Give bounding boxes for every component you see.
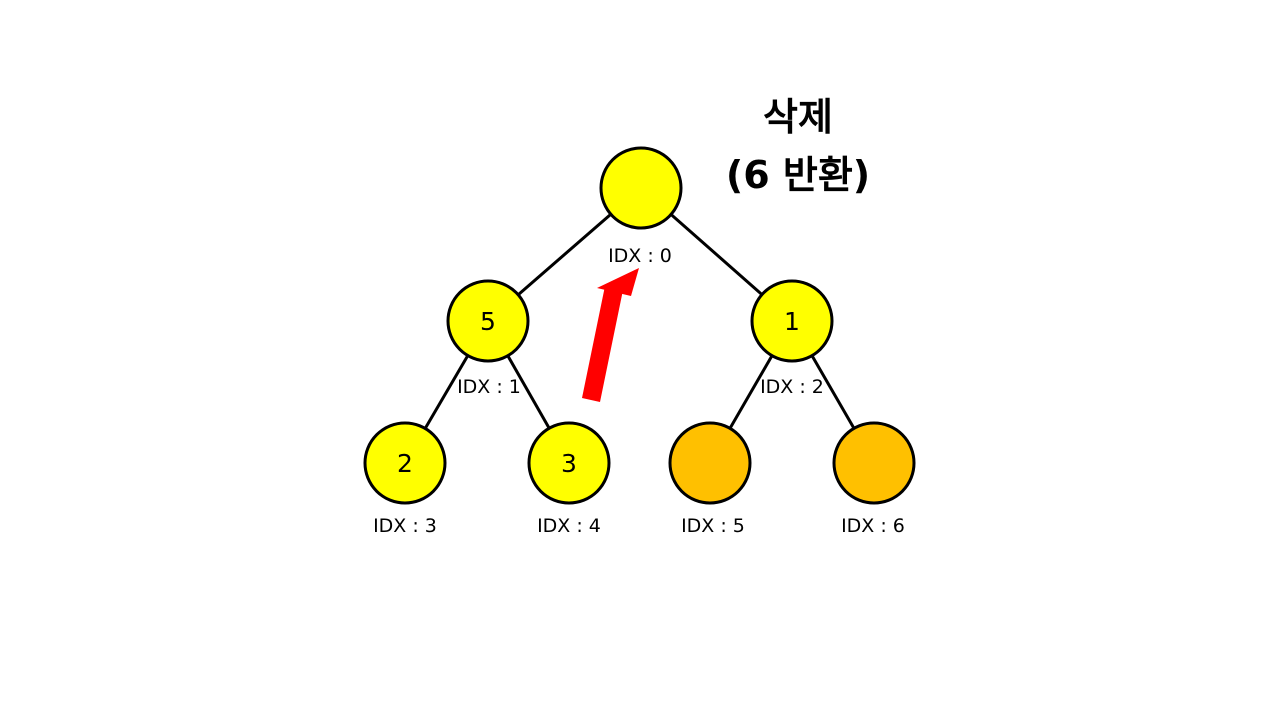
node-index-label: IDX : 6 bbox=[841, 515, 905, 537]
heap-node-0: IDX : 0 bbox=[599, 146, 683, 267]
heap-node-3: 2 IDX : 3 bbox=[363, 421, 447, 537]
node-value: 5 bbox=[480, 307, 496, 336]
node-circle bbox=[446, 279, 530, 363]
node-index-label: IDX : 1 bbox=[457, 376, 521, 398]
node-circle bbox=[832, 421, 916, 505]
node-circle bbox=[363, 421, 447, 505]
title-line-2: (6 반환) bbox=[726, 153, 870, 197]
heap-node-4: 3 IDX : 4 bbox=[527, 421, 611, 537]
tree-nodes: IDX : 0 5 IDX : 1 1 IDX : 2 2 IDX : 3 bbox=[363, 146, 916, 537]
heap-node-2: 1 IDX : 2 bbox=[750, 279, 834, 398]
heap-node-6: IDX : 6 bbox=[832, 421, 916, 537]
node-circle bbox=[750, 279, 834, 363]
node-index-label: IDX : 3 bbox=[373, 515, 437, 537]
heap-node-5: IDX : 5 bbox=[668, 421, 752, 537]
node-index-label: IDX : 2 bbox=[760, 376, 824, 398]
heap-node-1: 5 IDX : 1 bbox=[446, 279, 530, 398]
title-line-1: 삭제 bbox=[763, 95, 833, 139]
move-up-arrow bbox=[582, 268, 639, 402]
title: 삭제 (6 반환) bbox=[726, 95, 870, 197]
arrow-head-icon bbox=[597, 268, 639, 296]
node-value: 3 bbox=[561, 449, 577, 478]
node-index-label: IDX : 0 bbox=[608, 245, 672, 267]
node-value: 2 bbox=[397, 449, 413, 478]
arrow-shaft bbox=[582, 286, 623, 402]
node-value: 1 bbox=[784, 307, 800, 336]
node-circle bbox=[527, 421, 611, 505]
node-index-label: IDX : 5 bbox=[681, 515, 745, 537]
node-circle bbox=[599, 146, 683, 230]
node-index-label: IDX : 4 bbox=[537, 515, 601, 537]
node-circle bbox=[668, 421, 752, 505]
